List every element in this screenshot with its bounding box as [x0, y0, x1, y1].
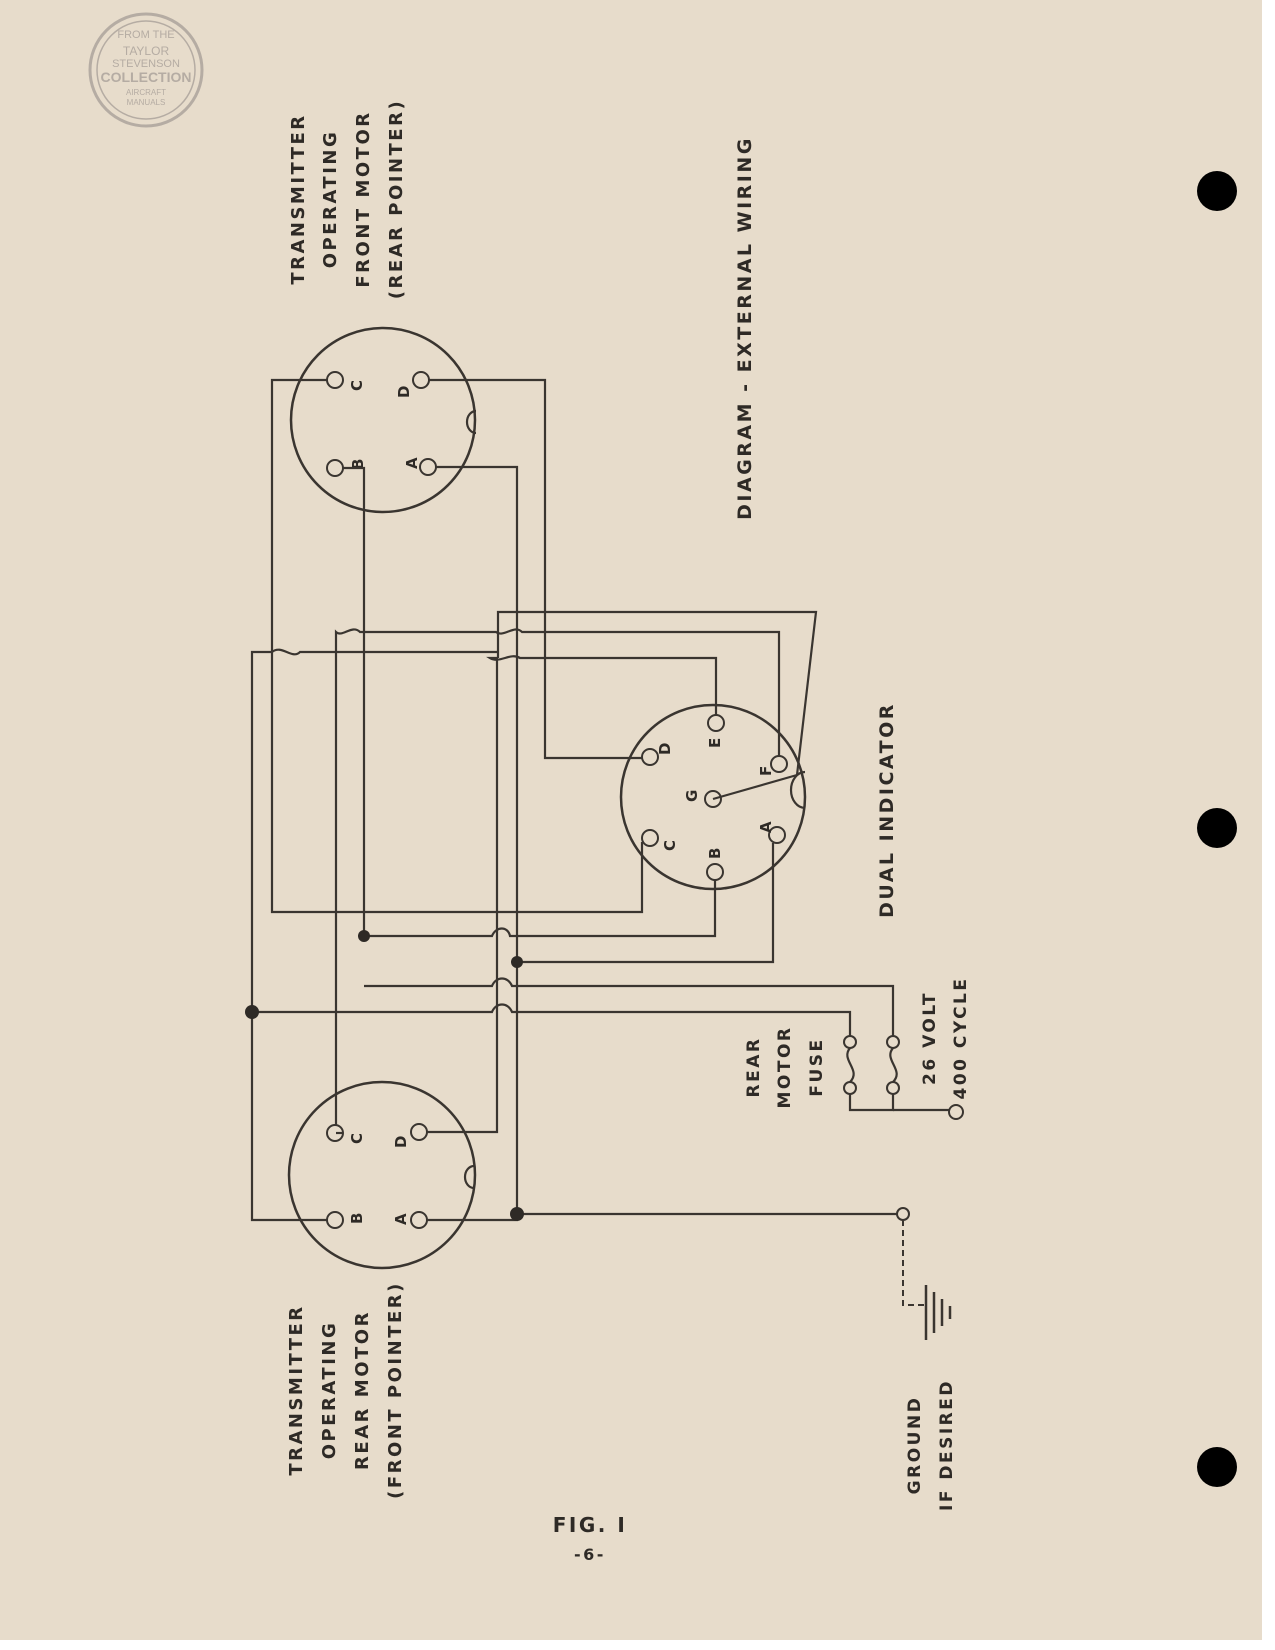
fuse-label-3: FUSE: [807, 1037, 827, 1096]
indicator-pin-a: [768, 826, 786, 844]
front-pin-a: [419, 458, 437, 476]
rear-transmitter-label-1: TRANSMITTER: [286, 1304, 307, 1475]
rear-pin-label-b: B: [348, 1213, 366, 1224]
indicator-pin-label-b: B: [706, 848, 724, 859]
front-pin-label-d: D: [395, 386, 413, 398]
front-transmitter-label-4: (REAR POINTER): [386, 99, 407, 299]
ground-label-1: GROUND: [905, 1396, 925, 1495]
indicator-pin-label-f: F: [757, 766, 775, 776]
stamp-line-4: COLLECTION: [101, 69, 192, 85]
figure-caption: FIG. I: [553, 1513, 628, 1537]
indicator-pin-b: [706, 863, 724, 881]
front-pin-label-a: A: [403, 457, 421, 469]
fuse-label-1: REAR: [744, 1037, 764, 1098]
front-pin-c: [326, 371, 344, 389]
indicator-pin-label-a: A: [757, 821, 775, 833]
rear-motor-transmitter: C D B A: [287, 1080, 477, 1270]
front-pin-b: [326, 459, 344, 477]
power-label-2: 400 CYCLE: [951, 976, 971, 1099]
indicator-pin-label-c: C: [661, 840, 679, 851]
page-number: -6-: [574, 1545, 606, 1564]
indicator-pin-label-e: E: [706, 738, 724, 748]
front-transmitter-label-3: FRONT MOTOR: [353, 110, 374, 287]
indicator-pin-label-d: D: [656, 743, 674, 755]
dual-indicator: D E F G C A B: [619, 703, 807, 891]
rear-pin-label-d: D: [392, 1136, 410, 1148]
binder-hole-top: [1197, 171, 1237, 211]
binder-hole-middle: [1197, 808, 1237, 848]
stamp-line-3: STEVENSON: [112, 58, 180, 70]
rear-pin-a: [410, 1211, 428, 1229]
power-label-1: 26 VOLT: [920, 991, 940, 1085]
ground-label-2: IF DESIRED: [937, 1379, 957, 1511]
indicator-pin-e: [707, 714, 725, 732]
stamp-line-5: AIRCRAFT: [126, 88, 166, 97]
front-motor-transmitter: C D B A: [289, 326, 477, 514]
fuse-label-2: MOTOR: [775, 1025, 795, 1108]
front-transmitter-label-2: OPERATING: [320, 130, 341, 269]
front-transmitter-label-1: TRANSMITTER: [288, 113, 309, 284]
stamp-line-2: TAYLOR: [123, 44, 170, 58]
rear-pin-d: [410, 1123, 428, 1141]
stamp-line-1: FROM THE: [117, 29, 174, 41]
diagram-title: DIAGRAM - EXTERNAL WIRING: [734, 136, 756, 520]
stamp-line-6: MANUALS: [127, 98, 166, 107]
indicator-pin-label-g: G: [683, 790, 701, 802]
indicator-pin-c: [641, 829, 659, 847]
rear-pin-label-a: A: [392, 1213, 410, 1225]
wiring: [245, 378, 964, 1340]
rear-pin-b: [326, 1211, 344, 1229]
binder-hole-bottom: [1197, 1447, 1237, 1487]
rear-transmitter-label-3: REAR MOTOR: [352, 1310, 373, 1470]
rear-transmitter-label-4: (FRONT POINTER): [385, 1281, 406, 1499]
front-pin-d: [412, 371, 430, 389]
front-pin-label-c: C: [348, 380, 366, 391]
collection-stamp: FROM THE TAYLOR STEVENSON COLLECTION AIR…: [88, 12, 204, 128]
front-pin-label-b: B: [349, 459, 367, 470]
rear-pin-label-c: C: [348, 1133, 366, 1144]
rear-transmitter-label-2: OPERATING: [319, 1321, 340, 1460]
dual-indicator-label: DUAL INDICATOR: [876, 702, 898, 918]
